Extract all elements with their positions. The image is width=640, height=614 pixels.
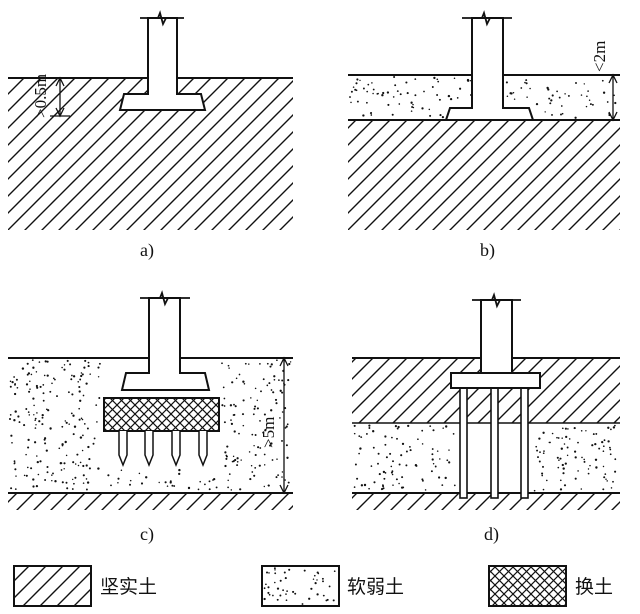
panel-a-dimension: >0.5m (31, 74, 50, 118)
panel-a-footing (118, 17, 207, 111)
legend-soft-soil-label: 软弱土 (347, 576, 404, 598)
panel-a-break-mark (140, 10, 184, 27)
panel-b-dimension: <2m (590, 41, 609, 72)
panel-c-firm-soil (8, 493, 293, 510)
panel-d-soft-soil-dots (353, 424, 617, 492)
panel-c-replacement-soil (103, 397, 220, 432)
panel-d-column (480, 299, 513, 374)
panel-b-caption: b) (480, 240, 495, 261)
panel-d-break-mark (472, 292, 521, 309)
panel-b-break-mark (462, 10, 512, 27)
panel-d: d) (352, 292, 620, 545)
legend-firm-soil-label: 坚实土 (100, 576, 157, 598)
legend-soft-soil-dots (263, 567, 336, 605)
panel-d-soft-soil (352, 423, 620, 493)
panel-c-compaction-piles (118, 431, 208, 468)
panel-a-caption: a) (140, 240, 154, 261)
panel-d-caption: d) (484, 524, 499, 545)
panel-c-soft-soil-dots (8, 359, 292, 491)
panel-c-break-mark (140, 290, 190, 307)
panel-c: >5m c) (8, 290, 293, 545)
panel-b: <2m b) (348, 10, 620, 261)
panel-c-dimension: >5m (259, 417, 278, 448)
panel-c-footing (120, 297, 211, 391)
legend: 坚实土 软弱土 换土 (13, 565, 613, 607)
legend-replacement-soil-swatch (488, 565, 567, 607)
legend-firm-soil-swatch (13, 565, 92, 607)
panel-d-pile-cap (450, 372, 541, 389)
legend-replacement-soil-label: 换土 (575, 576, 613, 598)
panel-c-caption: c) (140, 524, 154, 545)
panel-b-firm-soil (348, 120, 620, 230)
panel-a: >0.5m a) (8, 10, 293, 261)
panel-d-firm-soil-bottom (352, 493, 620, 510)
panel-b-footing (444, 17, 535, 121)
